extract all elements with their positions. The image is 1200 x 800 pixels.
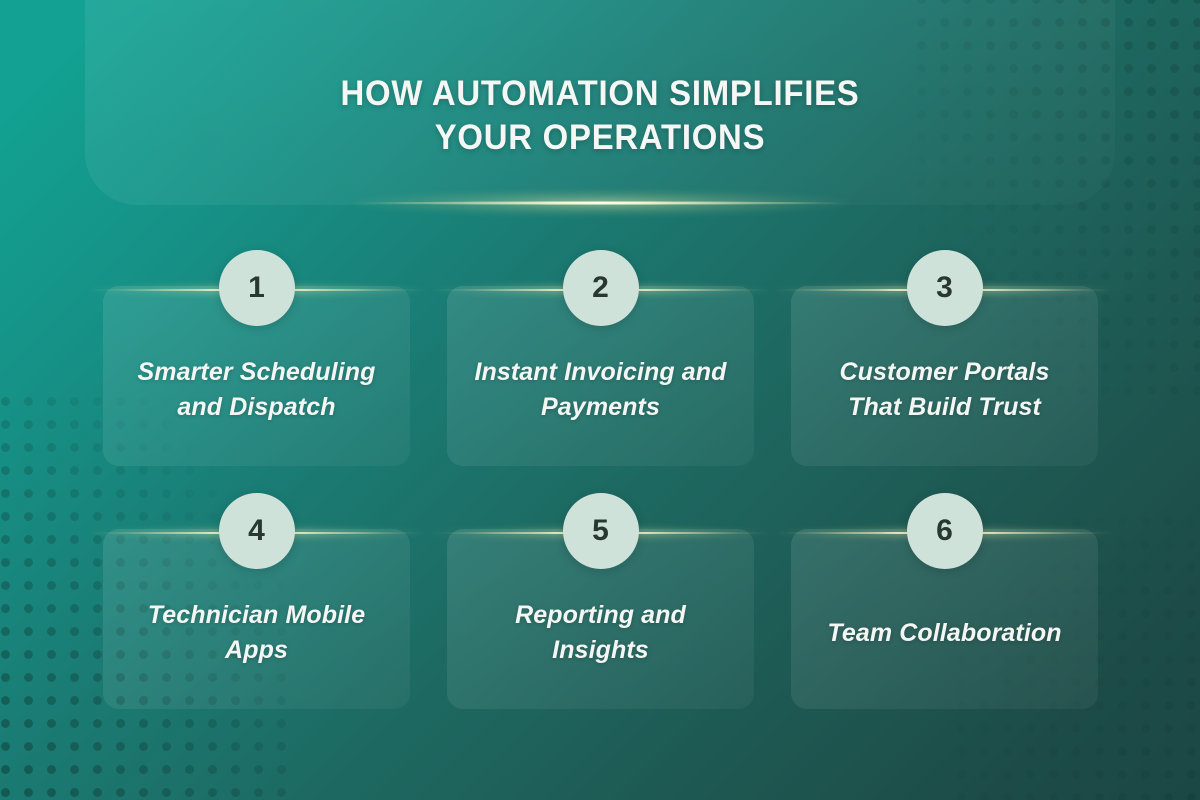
card-number-badge: 6	[906, 493, 983, 569]
card-label: Smarter Scheduling and Dispatch	[137, 358, 376, 421]
card-label: Reporting and Insights	[515, 601, 686, 664]
header-panel	[85, 0, 1115, 205]
card-label: Instant Invoicing and Payments	[474, 358, 727, 421]
card-5[interactable]: 5 Reporting and Insights	[431, 493, 770, 709]
card-number-badge: 5	[562, 493, 639, 569]
card-number-badge: 4	[218, 493, 295, 569]
card-1[interactable]: 1 Smarter Scheduling and Dispatch	[87, 250, 426, 466]
card-number-badge: 3	[906, 250, 983, 326]
card-4[interactable]: 4 Technician Mobile Apps	[87, 493, 426, 709]
page-title: HOW AUTOMATION SIMPLIFIES YOUR OPERATION…	[340, 74, 860, 157]
card-2[interactable]: 2 Instant Invoicing and Payments	[431, 250, 770, 466]
card-label: Customer Portals That Build Trust	[839, 358, 1050, 421]
card-number-badge: 2	[562, 250, 639, 326]
card-number-badge: 1	[218, 250, 295, 326]
card-label: Team Collaboration	[827, 618, 1062, 647]
card-3[interactable]: 3 Customer Portals That Build Trust	[775, 250, 1114, 466]
card-6[interactable]: 6 Team Collaboration	[775, 493, 1114, 709]
cards-grid: 1 Smarter Scheduling and Dispatch 2 Inst…	[87, 250, 1114, 709]
card-label: Technician Mobile Apps	[147, 601, 366, 664]
